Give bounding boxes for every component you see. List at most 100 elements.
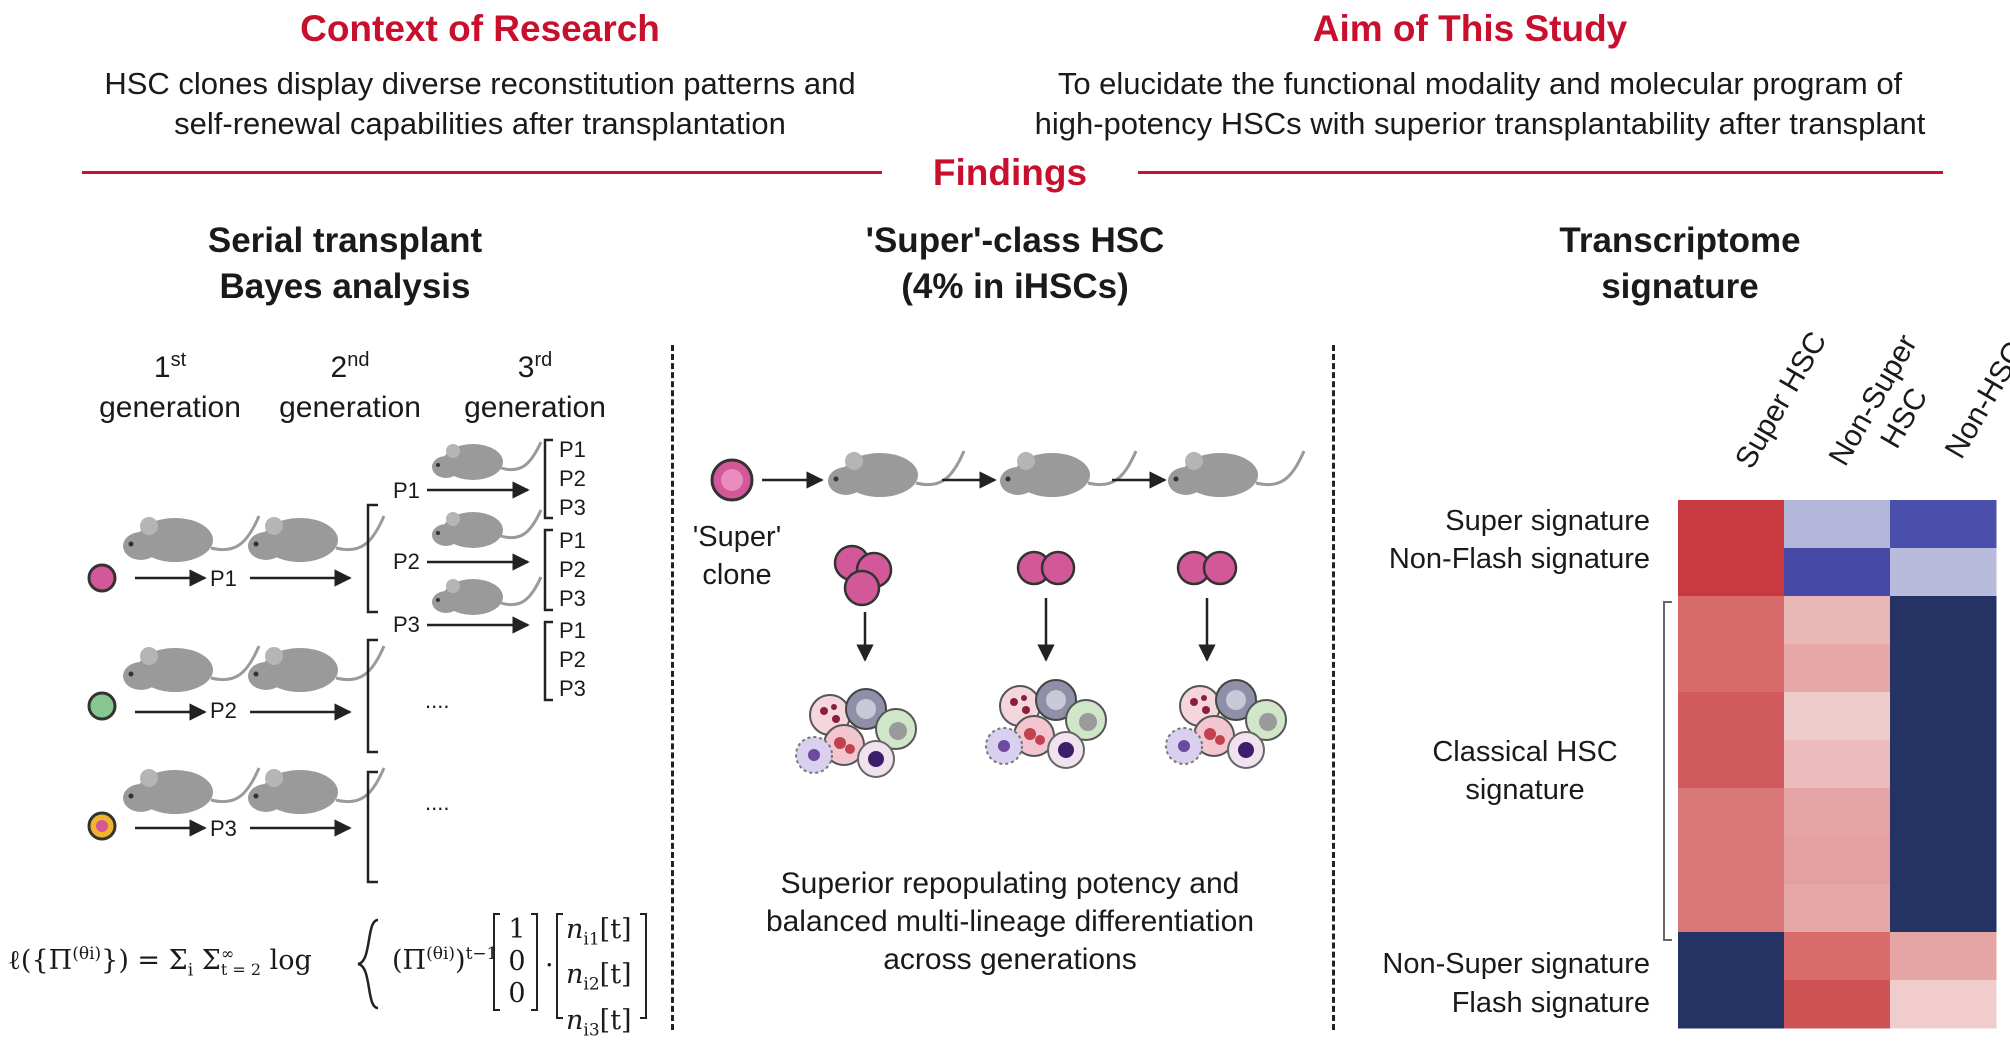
panel1-title-line-1: Serial transplant bbox=[207, 221, 483, 260]
heatmap-cell bbox=[1890, 740, 1997, 789]
branch-label-p1: P1 bbox=[393, 478, 420, 503]
heatmap-cell bbox=[1678, 644, 1785, 693]
generation-1-label: 1st generation bbox=[85, 340, 255, 428]
formula-dot: · bbox=[545, 950, 554, 981]
super-clone-label: 'Super' clone bbox=[672, 518, 802, 594]
findings-rule-right bbox=[1138, 171, 1943, 174]
heatmap-cell bbox=[1784, 932, 1891, 981]
heatmap-cell bbox=[1784, 692, 1891, 741]
context-text: HSC clones display diverse reconstitutio… bbox=[60, 64, 900, 144]
panel3-title-line-2: signature bbox=[1601, 267, 1759, 306]
mouse-icon bbox=[998, 449, 1138, 499]
leaf-label: P3 bbox=[559, 586, 586, 611]
super-clone-line-2: clone bbox=[702, 559, 772, 591]
aim-title: Aim of This Study bbox=[1312, 8, 1628, 49]
blood-cells-icon bbox=[1165, 679, 1287, 769]
context-title: Context of Research bbox=[300, 8, 660, 49]
leaf-label: P2 bbox=[559, 557, 586, 582]
n-t: [t] bbox=[599, 1004, 632, 1036]
gen2-sup: nd bbox=[347, 349, 370, 371]
stem-cell-group-icon bbox=[833, 544, 893, 607]
vec-entry: 1 bbox=[508, 914, 526, 945]
row-label-super-signature: Super signature bbox=[1445, 505, 1650, 537]
formula-pi: (Π(θi))t−1 bbox=[392, 944, 498, 976]
branch-label-p2: P2 bbox=[393, 549, 420, 574]
panel2-title: 'Super'-class HSC (4% in iHSCs) bbox=[820, 218, 1210, 310]
heatmap-cell bbox=[1784, 596, 1891, 645]
context-line-2: self-renewal capabilities after transpla… bbox=[174, 106, 786, 141]
gen1-word: generation bbox=[99, 391, 241, 424]
blood-cells-icon bbox=[985, 679, 1107, 769]
separator-left bbox=[671, 345, 674, 1030]
heatmap-cell bbox=[1890, 548, 1997, 597]
mouse-icon bbox=[430, 575, 543, 617]
ellipsis: .... bbox=[425, 790, 450, 815]
heatmap-cell bbox=[1678, 548, 1785, 597]
generation-3-label: 3rd generation bbox=[450, 340, 620, 428]
row-label-p1: P1 bbox=[210, 566, 237, 591]
mouse-icon bbox=[430, 508, 543, 550]
n-entry: n bbox=[566, 1004, 584, 1036]
leaf-label: P1 bbox=[559, 437, 586, 462]
heatmap-cell bbox=[1784, 980, 1891, 1029]
row-label-flash-signature: Flash signature bbox=[1451, 987, 1650, 1019]
heatmap-cell bbox=[1784, 500, 1891, 549]
gen1-sup: st bbox=[170, 349, 187, 371]
formula-inf: ∞ bbox=[220, 943, 235, 963]
panel3-title: Transcriptome signature bbox=[1485, 218, 1875, 310]
vec-entry: 0 bbox=[508, 978, 526, 1009]
heatmap-cell bbox=[1784, 884, 1891, 933]
formula-i: i bbox=[187, 960, 194, 981]
aim-line-2: high-potency HSCs with superior transpla… bbox=[1034, 106, 1926, 141]
leaf-label: P1 bbox=[559, 618, 586, 643]
panel2-title-line-2: (4% in iHSCs) bbox=[901, 267, 1129, 306]
formula-log: log bbox=[269, 945, 312, 976]
heatmap-cell bbox=[1890, 500, 1997, 549]
panel1-title-line-2: Bayes analysis bbox=[219, 267, 471, 306]
caption-line-1: Superior repopulating potency and bbox=[780, 867, 1240, 900]
leaf-label: P2 bbox=[559, 647, 586, 672]
blood-cells-icon bbox=[795, 688, 917, 778]
n-t: [t] bbox=[599, 959, 632, 991]
panel1-title: Serial transplant Bayes analysis bbox=[150, 218, 540, 310]
formula-unit-vector: 1 0 0 bbox=[505, 914, 529, 1010]
row-label-non-super-signature: Non-Super signature bbox=[1382, 948, 1650, 980]
leaf-label: P1 bbox=[559, 528, 586, 553]
panel3-title-line-1: Transcriptome bbox=[1559, 221, 1801, 260]
classical-bracket bbox=[1663, 601, 1672, 941]
separator-right bbox=[1332, 345, 1335, 1030]
heatmap-cell bbox=[1890, 692, 1997, 741]
row-label-classical-hsc-signature: Classical HSC signature bbox=[1400, 733, 1650, 809]
mouse-icon bbox=[246, 644, 386, 694]
formula-theta: (θi) bbox=[72, 944, 102, 964]
formula-t2: t = 2 bbox=[220, 959, 262, 979]
n-sub: i1 bbox=[583, 929, 600, 950]
gen2-word: generation bbox=[279, 391, 421, 424]
heatmap-cell bbox=[1890, 884, 1997, 933]
aim-line-1: To elucidate the functional modality and… bbox=[1057, 66, 1903, 101]
caption-line-3: across generations bbox=[883, 943, 1137, 976]
formula-sigma: Σ bbox=[201, 945, 221, 976]
formula-count-vector: ni1[t] ni2[t] ni3[t] bbox=[566, 912, 632, 1048]
classical-line-1: Classical HSC bbox=[1432, 736, 1618, 768]
heatmap-cell bbox=[1678, 980, 1785, 1029]
mouse-icon bbox=[1166, 449, 1306, 499]
n-sub: i2 bbox=[583, 974, 600, 995]
hsc-clone-green-icon bbox=[87, 691, 117, 721]
panel2-caption: Superior repopulating potency and balanc… bbox=[690, 865, 1330, 979]
heatmap-cell bbox=[1678, 788, 1785, 837]
row-label-p3: P3 bbox=[210, 816, 237, 841]
heatmap-cell bbox=[1678, 500, 1785, 549]
mouse-icon bbox=[246, 766, 386, 816]
formula-pi-base: (Π bbox=[392, 945, 427, 976]
stem-cell-pair-icon bbox=[1176, 550, 1238, 586]
heatmap-cell bbox=[1890, 836, 1997, 885]
findings-label: Findings bbox=[932, 152, 1088, 193]
mouse-icon bbox=[246, 514, 386, 564]
heatmap-cell bbox=[1890, 644, 1997, 693]
heatmap-cell bbox=[1890, 980, 1997, 1029]
panel2-title-line-1: 'Super'-class HSC bbox=[865, 221, 1165, 260]
heatmap-cell bbox=[1784, 836, 1891, 885]
heatmap-cell bbox=[1890, 932, 1997, 981]
n-sub: i3 bbox=[583, 1020, 600, 1041]
